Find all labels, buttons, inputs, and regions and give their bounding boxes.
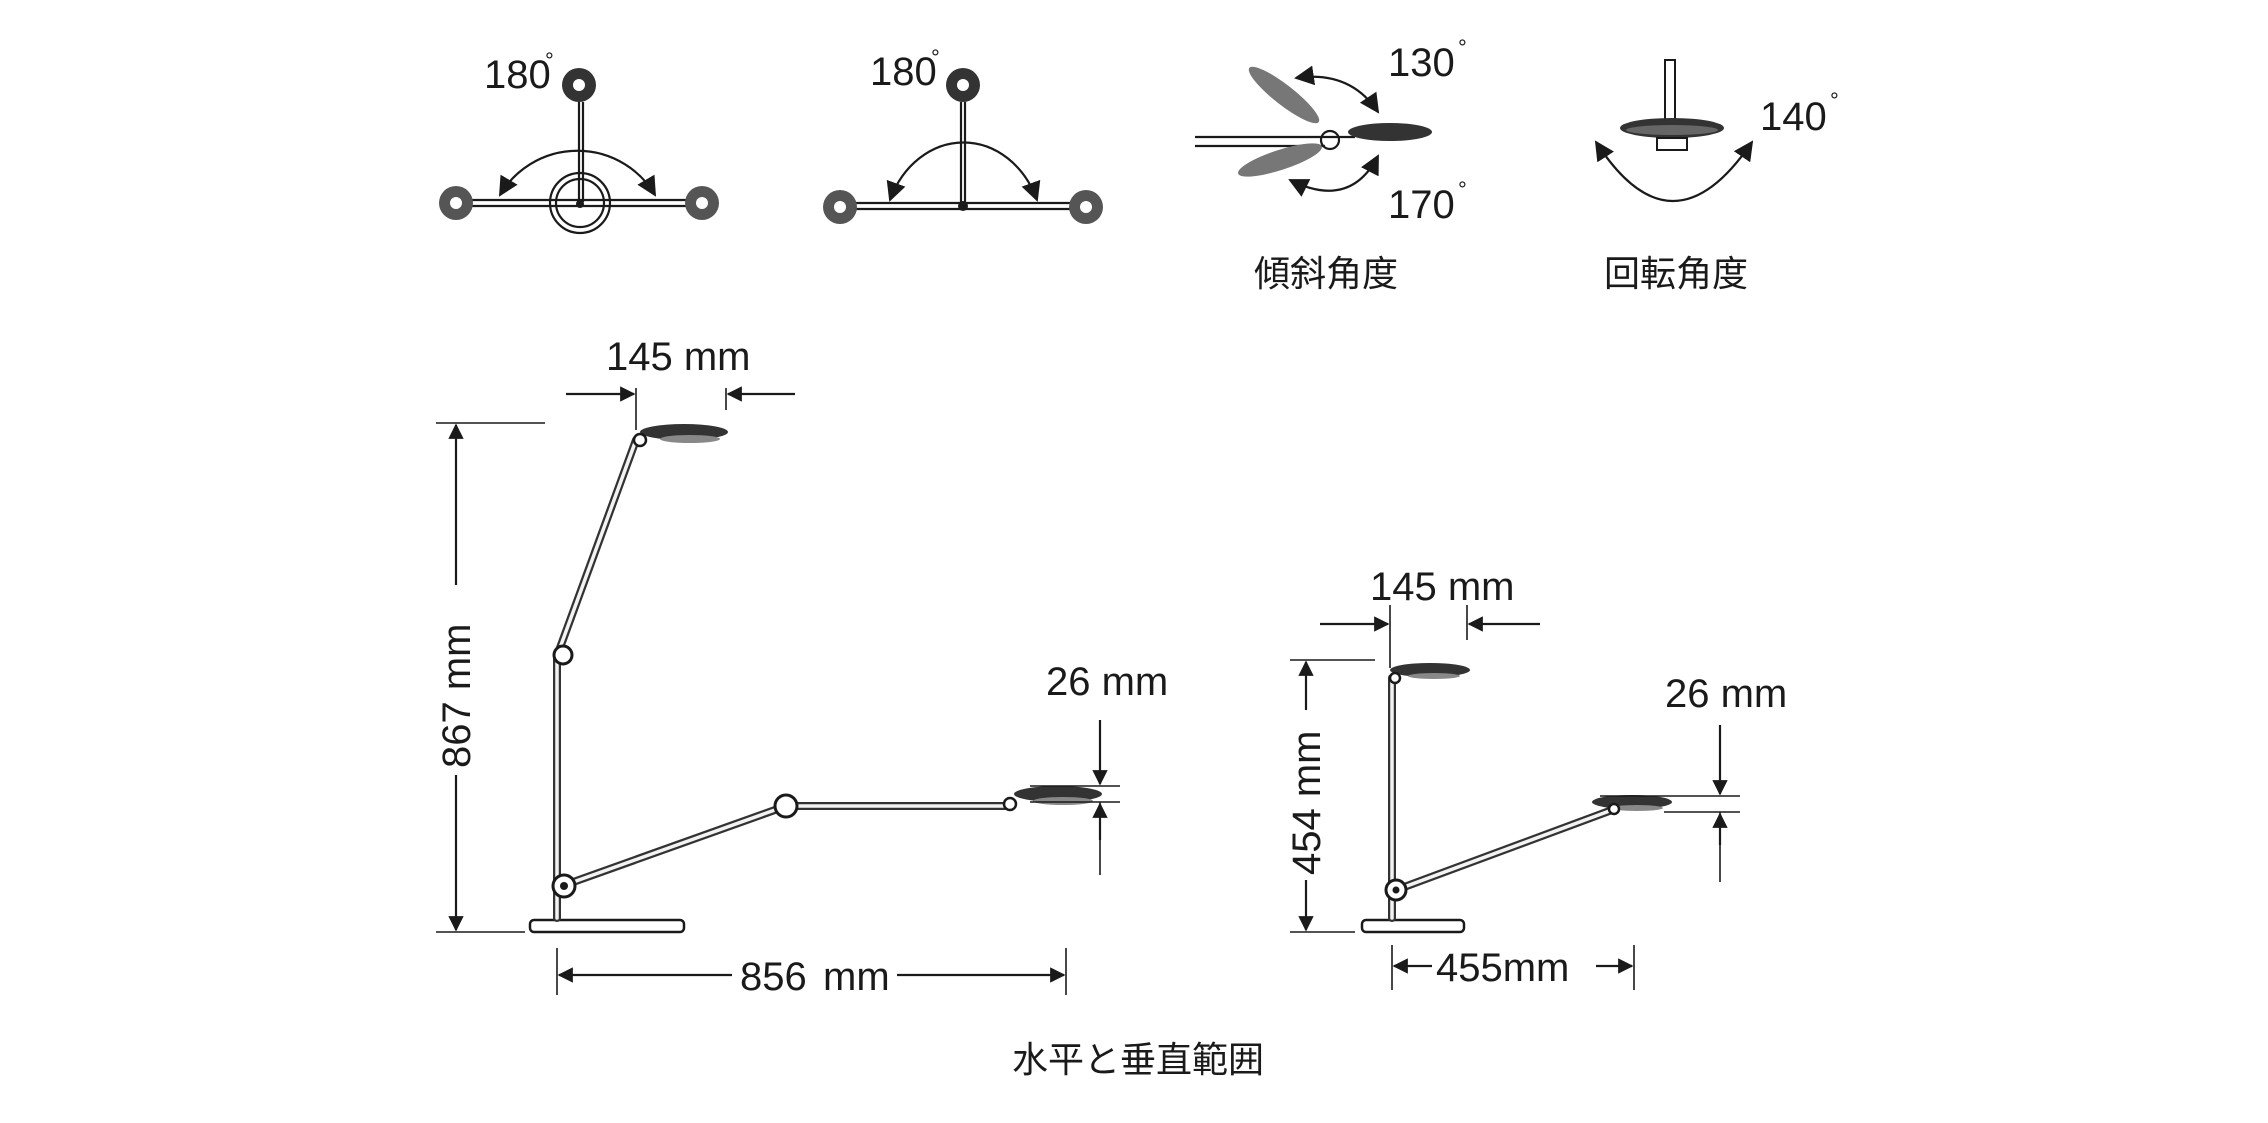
swivel-diagram: 140 ° 回転角度: [1594, 59, 1839, 295]
tall-lamp-diagram: 145 mm 867 mm 26 mm 856 mm: [435, 335, 1168, 999]
tilt-down-angle: 170: [1388, 183, 1455, 227]
pole-side: [1664, 59, 1676, 121]
lamp-head-side: [1348, 123, 1432, 141]
tall-head-width-label: 145 mm: [606, 335, 751, 379]
short-reach-label: 455mm: [1436, 946, 1569, 990]
short-lamp-diagram: 145 mm 454 mm 26 mm 455mm: [1285, 565, 1787, 990]
lamp-base: [528, 918, 686, 934]
tilt-down-arrow: [1288, 154, 1379, 197]
rotation-left-angle: 180: [484, 53, 551, 97]
degree-symbol: °: [931, 45, 940, 70]
lamp-head-tilted-down: [1238, 143, 1322, 177]
tall-reach-unit: mm: [823, 955, 890, 999]
rotation-diagram-middle: 180 °: [823, 45, 1103, 224]
degree-symbol: °: [545, 48, 554, 73]
rotation-arc-arrow: [886, 141, 1041, 202]
lamp-head-raised: [1390, 663, 1470, 677]
short-head-width-label: 145 mm: [1370, 565, 1515, 609]
tall-reach-value: 856: [740, 955, 807, 999]
degree-symbol: °: [1830, 88, 1839, 113]
tilt-up-angle: 130: [1388, 41, 1455, 85]
rotation-mid-angle: 180: [870, 50, 937, 94]
degree-symbol: °: [1458, 35, 1467, 60]
swivel-arc-arrow: [1594, 140, 1754, 203]
tilt-caption: 傾斜角度: [1254, 254, 1398, 295]
tall-height-label: 867 mm: [435, 624, 479, 769]
tilt-diagram: 130 ° 170 ° 傾斜角度: [1195, 35, 1467, 295]
lamp-base: [1360, 918, 1466, 934]
lamp-head-tilted-up: [1248, 66, 1320, 124]
swivel-angle: 140: [1760, 95, 1827, 139]
rotation-diagram-left: 180 °: [439, 48, 719, 235]
base-top-view: [548, 171, 612, 235]
tall-head-thickness-label: 26 mm: [1046, 660, 1168, 704]
range-caption: 水平と垂直範囲: [1012, 1040, 1264, 1081]
degree-symbol: °: [1458, 177, 1467, 202]
tilt-up-arrow: [1294, 65, 1380, 114]
short-height-label: 454 mm: [1285, 731, 1329, 876]
short-head-thickness-label: 26 mm: [1665, 672, 1787, 716]
rotation-arc-arrow: [498, 149, 657, 197]
swivel-caption: 回転角度: [1604, 254, 1748, 295]
